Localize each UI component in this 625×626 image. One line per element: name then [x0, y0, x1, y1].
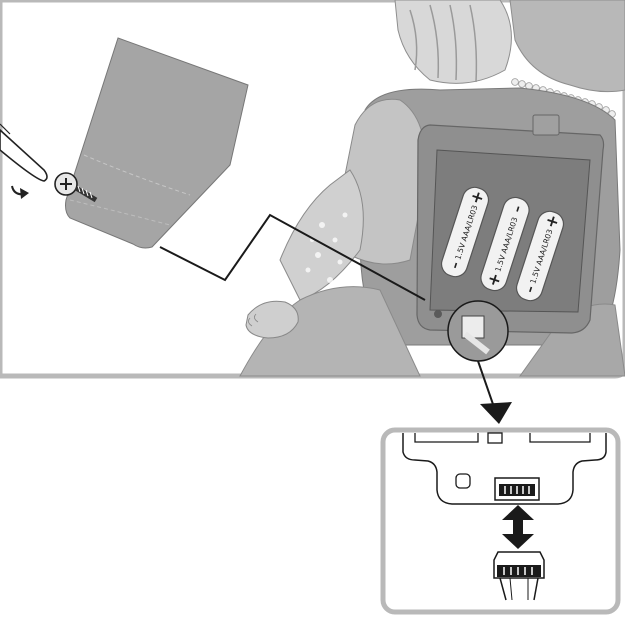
battery-2-minus: – [510, 204, 526, 215]
screw-icon [54, 172, 98, 203]
battery-3-plus: + [541, 212, 563, 231]
battery-2: + 1.5V AAA/LR03 – [480, 196, 530, 292]
detail-panel-frame [380, 427, 621, 615]
doll-skirt [239, 286, 421, 377]
board-socket [494, 477, 540, 501]
battery-1-plus: + [466, 188, 488, 207]
doll-illustration-panel: – 1.5V AAA/LR03 + + 1.5V AAA/LR03 – – 1.… [0, 0, 625, 379]
battery-1: – 1.5V AAA/LR03 + [440, 186, 490, 278]
doll-hair [394, 0, 512, 84]
compartment-tab [532, 114, 560, 136]
circuit-board [402, 433, 607, 505]
doll-foot [245, 300, 299, 339]
battery-1-minus: – [448, 260, 464, 271]
battery-cover [65, 37, 249, 249]
battery-3-minus: – [523, 284, 539, 295]
cable-plug [493, 551, 545, 601]
board-hole [455, 473, 471, 489]
callout-line [159, 213, 426, 301]
connector-detail-panel [380, 427, 621, 615]
screwdriver-icon [0, 123, 48, 182]
rotate-arrow-icon [11, 185, 29, 199]
down-arrow-icon [477, 360, 512, 424]
double-headed-arrow-icon [502, 505, 534, 549]
battery-2-plus: + [483, 270, 505, 289]
battery-3: – 1.5V AAA/LR03 + [515, 210, 565, 302]
